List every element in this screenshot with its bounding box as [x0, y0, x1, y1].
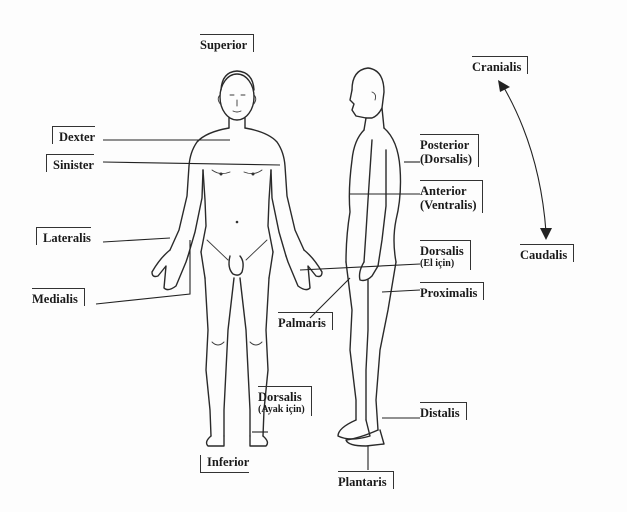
- cranial-caudal-arrow: [498, 80, 552, 240]
- cranialis-text: Cranialis: [472, 60, 521, 74]
- dorsalis-hand-text: Dorsalis: [420, 244, 464, 258]
- label-superior: Superior: [200, 34, 254, 52]
- label-sinister: Sinister: [46, 154, 94, 172]
- label-cranialis: Cranialis: [472, 56, 528, 74]
- dorsalis-foot-text: Dorsalis: [258, 390, 305, 404]
- label-dorsalis-hand: Dorsalis (El için): [420, 240, 471, 270]
- label-anterior: Anterior (Ventralis): [420, 180, 483, 213]
- anterior-note: (Ventralis): [420, 198, 476, 212]
- lateralis-text: Lateralis: [43, 231, 91, 245]
- anterior-text: Anterior: [420, 184, 476, 198]
- caudalis-text: Caudalis: [520, 248, 567, 262]
- sinister-text: Sinister: [53, 158, 94, 172]
- label-plantaris: Plantaris: [338, 471, 394, 489]
- posterior-text: Posterior: [420, 138, 472, 152]
- palmaris-text: Palmaris: [278, 316, 326, 330]
- label-caudalis: Caudalis: [520, 244, 574, 262]
- plantaris-text: Plantaris: [338, 475, 387, 489]
- label-dexter: Dexter: [52, 126, 95, 144]
- arrowhead-down-icon: [540, 228, 552, 240]
- leader-lines: [96, 140, 420, 470]
- arrowhead-up-icon: [498, 80, 510, 92]
- dexter-text: Dexter: [59, 130, 95, 144]
- distalis-text: Distalis: [420, 406, 460, 420]
- posterior-note: (Dorsalis): [420, 152, 472, 166]
- superior-text: Superior: [200, 38, 247, 52]
- side-body-figure: [338, 68, 401, 446]
- dorsalis-foot-note: (Ayak için): [258, 404, 305, 416]
- label-medialis: Medialis: [32, 288, 85, 306]
- label-proximalis: Proximalis: [420, 282, 484, 300]
- label-posterior: Posterior (Dorsalis): [420, 134, 479, 167]
- dorsalis-hand-note: (El için): [420, 258, 464, 270]
- proximalis-text: Proximalis: [420, 286, 477, 300]
- label-palmaris: Palmaris: [278, 312, 333, 330]
- medialis-text: Medialis: [32, 292, 78, 306]
- label-inferior: Inferior: [200, 455, 249, 473]
- label-lateralis: Lateralis: [36, 227, 91, 245]
- label-distalis: Distalis: [420, 402, 467, 420]
- inferior-text: Inferior: [207, 455, 249, 469]
- label-dorsalis-foot: Dorsalis (Ayak için): [258, 386, 312, 416]
